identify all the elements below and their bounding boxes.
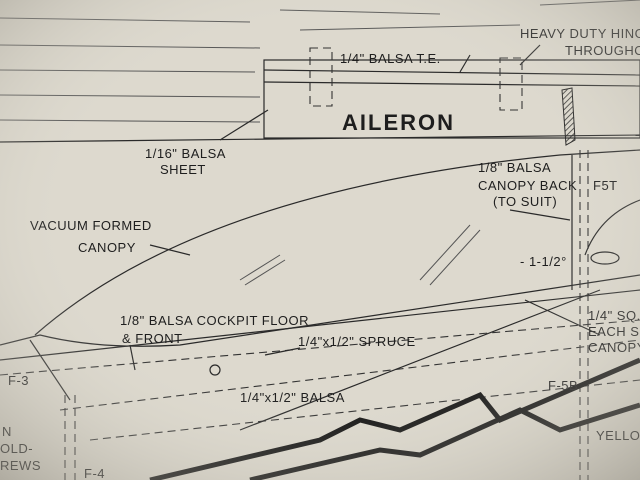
- label-sheet-2: SHEET: [160, 162, 206, 177]
- label-spruce: 1/4"x1/2" SPRUCE: [298, 334, 416, 349]
- label-sq-3: CANOPY B: [588, 340, 640, 355]
- label-aileron: AILERON: [342, 110, 455, 135]
- label-floor-2: & FRONT: [122, 331, 183, 346]
- label-canopy-back-1: 1/8" BALSA: [478, 160, 551, 175]
- label-vacuum-1: VACUUM FORMED: [30, 218, 152, 233]
- label-left-3: REWS: [0, 458, 41, 473]
- label-balsa: 1/4"x1/2" BALSA: [240, 390, 345, 405]
- label-floor-1: 1/8" BALSA COCKPIT FLOOR: [120, 313, 309, 328]
- label-sheet-1: 1/16" BALSA: [145, 146, 226, 161]
- label-angle: - 1-1/2°: [520, 254, 567, 269]
- label-left-2: OLD-: [0, 441, 33, 456]
- label-f5t: F5T: [593, 178, 618, 193]
- label-yellow: YELLOW: [596, 428, 640, 443]
- label-vacuum-2: CANOPY: [78, 240, 136, 255]
- label-hinge-1: HEAVY DUTY HINGE: [520, 26, 640, 41]
- label-left-1: N: [2, 424, 12, 439]
- label-balsa-te: 1/4" BALSA T.E.: [340, 51, 441, 66]
- label-hinge-2: THROUGHOUT: [565, 43, 640, 58]
- label-f3: F-3: [8, 373, 29, 388]
- label-sq-1: 1/4" SQ. SPR: [588, 308, 640, 323]
- label-sq-2: EACH SID: [588, 324, 640, 339]
- label-canopy-back-2: CANOPY BACK: [478, 178, 577, 193]
- label-f5b: F-5B: [548, 378, 578, 393]
- label-f4: F-4: [84, 466, 105, 480]
- label-canopy-back-3: (TO SUIT): [493, 194, 557, 209]
